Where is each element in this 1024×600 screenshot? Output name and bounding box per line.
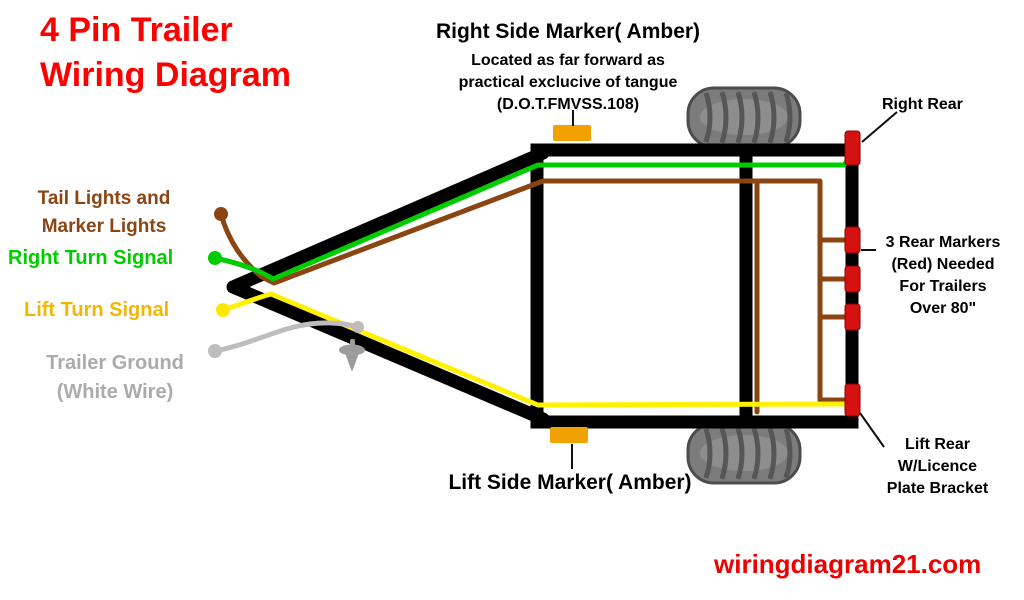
trailer-tongue: [226, 146, 550, 426]
label-rear-markers: 3 Rear Markers (Red) Needed For Trailers…: [868, 232, 1018, 320]
wires: [212, 153, 854, 415]
red-markers: [844, 130, 861, 417]
tire-bottom-icon: [686, 422, 802, 485]
lift-rear-line-2: W/Licence: [897, 458, 978, 475]
watermark: wiringdiagram21.com: [714, 549, 982, 579]
rear-markers-line-2: (Red) Needed: [891, 256, 995, 273]
wire-end-white: [352, 321, 364, 333]
label-lift-turn-signal: Lift Turn Signal: [24, 299, 170, 321]
label-right-side-marker: Right Side Marker( Amber) Located as far…: [400, 20, 736, 116]
right-side-marker-sub2: practical exclucive of tangue: [458, 74, 678, 91]
trailer-ground-line-2: (White Wire): [56, 381, 174, 403]
leader-lines: [571, 110, 898, 469]
right-side-marker-heading: Right Side Marker( Amber): [435, 20, 701, 43]
page-title: 4 Pin Trailer Wiring Diagram: [40, 8, 291, 98]
wire-green: [212, 153, 854, 282]
red-marker-2: [844, 265, 861, 293]
red-marker-1: [844, 226, 861, 254]
label-lift-side-marker: Lift Side Marker( Amber): [448, 471, 692, 494]
wire-terminal-yellow: [216, 303, 230, 317]
wire-yellow: [220, 291, 849, 408]
label-right-turn-signal: Right Turn Signal: [8, 247, 174, 269]
lift-rear-line-3: Plate Bracket: [886, 480, 989, 497]
wire-terminal-white: [208, 344, 222, 358]
label-right-rear: Right Rear: [882, 96, 963, 113]
red-marker-right-rear: [844, 130, 861, 166]
trailer-ground-line-1: Trailer Ground: [46, 352, 184, 374]
right-side-marker-sub3: (D.O.T.FMVSS.108): [496, 96, 640, 113]
wire-terminal-brown: [214, 207, 228, 221]
amber-marker-bottom: [550, 427, 588, 443]
red-marker-3: [844, 303, 861, 331]
tail-lights-line-1: Tail Lights and: [37, 188, 171, 209]
label-lift-rear: Lift Rear W/Licence Plate Bracket: [870, 434, 1005, 500]
rear-markers-line-3: For Trailers: [899, 278, 987, 295]
rear-markers-line-1: 3 Rear Markers: [885, 234, 1001, 251]
ground-symbol-icon: [339, 339, 365, 372]
label-tail-lights: Tail Lights and Marker Lights: [14, 185, 194, 241]
leader-line-lift-rear: [859, 412, 885, 448]
label-trailer-ground: Trailer Ground (White Wire): [24, 349, 206, 407]
right-side-marker-sub1: Located as far forward as: [471, 52, 665, 69]
rear-markers-line-4: Over 80": [909, 300, 977, 317]
tail-lights-line-2: Marker Lights: [41, 216, 167, 237]
tire-top-icon: [686, 86, 802, 149]
title-line-2: Wiring Diagram: [40, 56, 291, 94]
amber-marker-top: [553, 125, 591, 141]
frame-rect: [530, 143, 859, 429]
title-line-1: 4 Pin Trailer: [40, 11, 233, 49]
lift-rear-line-1: Lift Rear: [905, 436, 970, 453]
leader-line-right-rear: [861, 111, 898, 143]
red-marker-lift-rear: [844, 383, 861, 417]
wire-brown: [218, 178, 848, 415]
wire-white: [212, 320, 360, 354]
wire-terminal-green: [208, 251, 222, 265]
